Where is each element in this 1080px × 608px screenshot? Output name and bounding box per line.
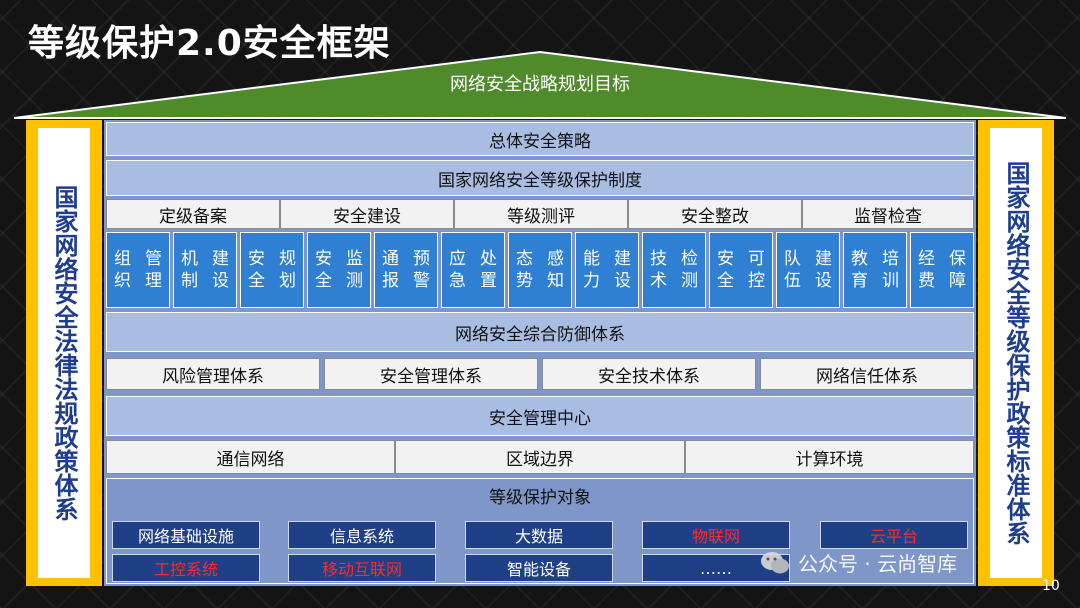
capabilities-row: 组织管理 机制建设 安全规划 安全监测 通报预警 应急处置 态势感知 能力建设 … <box>106 232 974 308</box>
right-pillar: 国家网络安全等级保护政策标准体系 <box>978 120 1054 586</box>
right-pillar-text: 国家网络安全等级保护政策标准体系 <box>1002 161 1030 545</box>
protection-objects-title: 等级保护对象 <box>489 488 591 508</box>
process-step: 等级测评 <box>454 199 628 229</box>
national-system-bar: 国家网络安全等级保护制度 <box>106 160 974 196</box>
defense-component: 安全技术体系 <box>542 358 756 390</box>
defense-component: 网络信任体系 <box>760 358 974 390</box>
left-pillar-text: 国家网络安全法律法规政策体系 <box>50 185 78 521</box>
process-step: 监督检查 <box>802 199 975 229</box>
capability-item: 安全规划 <box>240 232 304 308</box>
environment-item: 通信网络 <box>106 440 395 474</box>
capability-item: 应急处置 <box>441 232 505 308</box>
capability-item: 通报预警 <box>374 232 438 308</box>
page-title: 等级保护2.0安全框架 <box>28 23 391 64</box>
capability-item: 机制建设 <box>173 232 237 308</box>
protection-object: 信息系统 <box>288 521 436 549</box>
protection-object-highlighted: 物联网 <box>642 521 790 549</box>
capability-item: 教育培训 <box>843 232 907 308</box>
capability-item: 安全监测 <box>307 232 371 308</box>
watermark: 公众号 · 云尚智库 <box>760 548 957 577</box>
left-pillar: 国家网络安全法律法规政策体系 <box>26 120 102 586</box>
capability-item: 能力建设 <box>575 232 639 308</box>
protection-object: 网络基础设施 <box>112 521 260 549</box>
management-center-bar: 安全管理中心 <box>106 396 974 436</box>
framework-body: 总体安全策略 国家网络安全等级保护制度 定级备案 安全建设 等级测评 安全整改 … <box>104 120 976 586</box>
wechat-icon <box>761 551 789 573</box>
capability-item: 经费保障 <box>910 232 974 308</box>
defense-component: 风险管理体系 <box>106 358 320 390</box>
environment-item: 计算环境 <box>685 440 974 474</box>
protection-object-highlighted: 移动互联网 <box>288 554 436 582</box>
overall-strategy-bar: 总体安全策略 <box>106 122 974 156</box>
capability-item: 技术检测 <box>642 232 706 308</box>
environments-row: 通信网络 区域边界 计算环境 <box>106 440 974 474</box>
strategic-goal-label: 网络安全战略规划目标 <box>450 74 630 95</box>
environment-item: 区域边界 <box>395 440 685 474</box>
protection-object-highlighted: 工控系统 <box>112 554 260 582</box>
process-steps-row: 定级备案 安全建设 等级测评 安全整改 监督检查 <box>106 199 975 229</box>
roof-shape <box>13 50 1067 119</box>
capability-item: 态势感知 <box>508 232 572 308</box>
capability-item: 安全可控 <box>709 232 773 308</box>
protection-object: 大数据 <box>465 521 613 549</box>
process-step: 安全整改 <box>628 199 802 229</box>
watermark-text: 公众号 · 云尚智库 <box>798 552 958 576</box>
process-step: 定级备案 <box>106 199 280 229</box>
protection-object: 智能设备 <box>465 554 613 582</box>
process-step: 安全建设 <box>280 199 454 229</box>
defense-component: 安全管理体系 <box>324 358 538 390</box>
capability-item: 队伍建设 <box>776 232 840 308</box>
defense-components-row: 风险管理体系 安全管理体系 安全技术体系 网络信任体系 <box>106 358 974 390</box>
defense-system-bar: 网络安全综合防御体系 <box>106 312 974 352</box>
page-number: 10 <box>1042 578 1060 594</box>
capability-item: 组织管理 <box>106 232 170 308</box>
protection-object-highlighted: 云平台 <box>820 521 968 549</box>
